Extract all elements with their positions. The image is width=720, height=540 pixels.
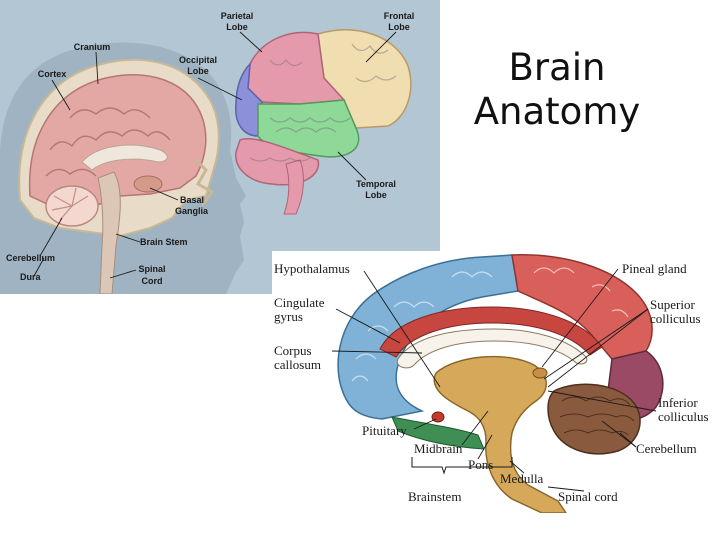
label-frontal-line1: Frontal [384, 11, 415, 21]
pineal-gland [532, 367, 548, 379]
basal-ganglia [133, 175, 163, 193]
sagittal-brainstem [97, 171, 121, 294]
label-corpus-line2: callosum [274, 357, 321, 372]
lateral-brain [235, 29, 412, 215]
label-basal-line1: Basal [180, 195, 204, 205]
cerebellum [547, 383, 641, 455]
label-cortex: Cortex [38, 69, 67, 79]
corpus-callosum [81, 144, 168, 171]
label-spinal-line1: Spinal [138, 264, 165, 274]
label-medulla: Medulla [500, 471, 544, 486]
label-pons: Pons [468, 457, 493, 472]
label-frontal-line2: Lobe [388, 22, 410, 32]
label-superior-line2: colliculus [650, 311, 701, 326]
label-spinal-cord: Spinal cord [558, 489, 618, 504]
thalamus-brainstem [433, 355, 567, 513]
label-corpus-line1: Corpus [274, 343, 312, 358]
pituitary-gland [431, 411, 445, 423]
cerebellum-folia [559, 396, 635, 436]
label-occipital-line1: Occipital [179, 55, 217, 65]
label-inferior-line1: Inferior [658, 395, 698, 410]
label-cingulate-line1: Cingulate [274, 295, 325, 310]
label-pituitary: Pituitary [362, 423, 407, 438]
cortex-gyri [351, 267, 629, 382]
label-occipital-line2: Lobe [187, 66, 209, 76]
figure2-leader-lines [331, 268, 657, 492]
label-cerebellum: Cerebellum [6, 253, 55, 263]
frontal-lobe [317, 29, 412, 129]
brainstem-brace [411, 457, 513, 475]
label-parietal-line2: Lobe [226, 22, 248, 32]
label-midbrain: Midbrain [414, 441, 463, 456]
label-parietal-line1: Parietal [221, 11, 254, 21]
figure1-leader-lines [33, 31, 397, 279]
label-basal-line2: Ganglia [175, 206, 209, 216]
slide-title: Brain Anatomy [462, 46, 652, 134]
label-inferior-line2: colliculus [658, 409, 709, 424]
label-hypothalamus: Hypothalamus [274, 261, 350, 276]
sagittal-gyri [45, 107, 171, 177]
label-brainstem: Brain Stem [140, 237, 188, 247]
title-line-2: Anatomy [473, 90, 641, 133]
label-temporal-line1: Temporal [356, 179, 396, 189]
lateral-brainstem [283, 159, 304, 215]
label-cingulate-line2: gyrus [274, 309, 303, 324]
label-pineal: Pineal gland [622, 261, 687, 276]
label-spinal-line2: Cord [142, 276, 163, 286]
label-cerebellum: Cerebellum [636, 441, 697, 456]
blue-cortex [337, 254, 519, 420]
label-dura: Dura [20, 272, 41, 282]
midsagittal-brain-illustration: Hypothalamus Cingulate gyrus Corpus call… [272, 251, 720, 513]
label-temporal-line2: Lobe [365, 190, 387, 200]
head-brain-lobes-illustration: Parietal Lobe Frontal Lobe Cranium Occip… [0, 0, 440, 294]
occipital-lobe [235, 62, 263, 137]
sagittal-cortex [28, 74, 207, 211]
label-brainstem: Brainstem [408, 489, 461, 504]
lateral-gyri [249, 43, 397, 162]
label-cranium: Cranium [74, 42, 111, 52]
cingulate-gyrus [379, 306, 603, 358]
title-line-1: Brain [508, 46, 606, 89]
face-structures [194, 158, 215, 207]
corpus-callosum-arch [396, 328, 588, 369]
cerebellum-arbor [51, 187, 89, 221]
label-superior-line1: Superior [650, 297, 695, 312]
